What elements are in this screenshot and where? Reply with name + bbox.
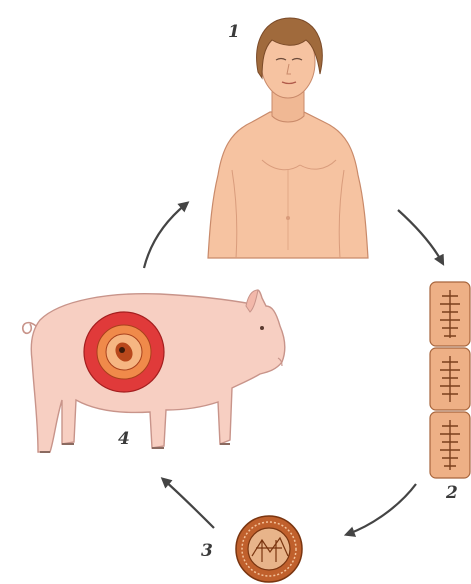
arrow-human-to-proglottids bbox=[398, 210, 442, 262]
stage-label-1: 1 bbox=[228, 24, 240, 41]
arrow-proglottids-to-egg bbox=[348, 484, 416, 534]
human-figure bbox=[208, 18, 368, 258]
stage-label-3: 3 bbox=[201, 543, 213, 560]
arrow-egg-to-pig bbox=[164, 480, 214, 528]
tapeworm-egg bbox=[236, 516, 302, 582]
cysticercus-cyst bbox=[84, 312, 164, 392]
arrow-pig-to-human bbox=[144, 204, 186, 268]
proglottid-segments bbox=[430, 282, 470, 478]
stage-label-4: 4 bbox=[118, 431, 130, 448]
pig-figure bbox=[23, 290, 285, 452]
stage-label-2: 2 bbox=[446, 485, 458, 502]
